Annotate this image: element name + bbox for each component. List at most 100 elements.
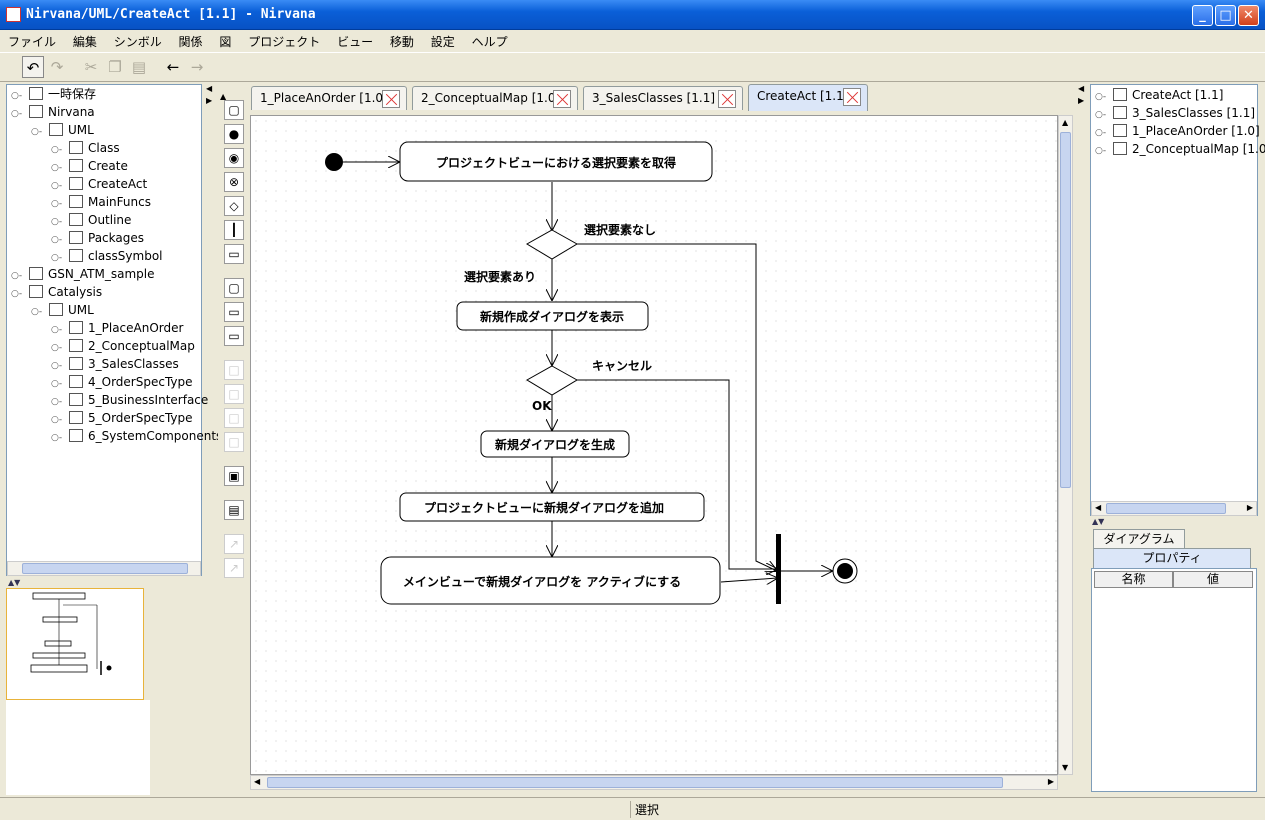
undo-icon[interactable]: ↶ (22, 56, 44, 78)
tree-expander-icon[interactable]: ○- (11, 271, 23, 281)
palette-state-icon[interactable]: ▢ (224, 278, 244, 298)
palette-disabled-icon[interactable]: □ (224, 408, 244, 428)
palette-decision-icon[interactable]: ◇ (224, 196, 244, 216)
tree-expander-icon[interactable]: ○- (51, 181, 63, 191)
tree-item[interactable]: ○-CreateAct (51, 175, 147, 193)
tree-item[interactable]: ○-6_SystemComponents (51, 427, 222, 445)
column-value-header[interactable]: 値 (1173, 571, 1253, 588)
canvas-hscroll[interactable]: ◀ ▶ (250, 775, 1058, 790)
tab-close-icon[interactable] (718, 90, 736, 108)
tab-close-icon[interactable] (382, 90, 400, 108)
back-arrow-icon[interactable]: ← (166, 58, 180, 76)
tab-diagram-2[interactable]: 3_SalesClasses [1.1] (583, 86, 743, 110)
palette-disabled-icon[interactable]: □ (224, 432, 244, 452)
tree-expander-icon[interactable]: ○- (51, 163, 63, 173)
open-diagram-item[interactable]: ○-2_ConceptualMap [1.0] (1095, 140, 1265, 158)
menu-file[interactable]: ファイル (8, 35, 57, 49)
decision-node[interactable] (526, 229, 578, 260)
canvas-vscroll[interactable]: ▲ ▼ (1058, 115, 1073, 775)
palette-send-signal-icon[interactable]: ▭ (224, 302, 244, 322)
tree-expander-icon[interactable]: ○- (51, 199, 63, 209)
decision-node[interactable] (526, 365, 578, 396)
palette-transition-icon[interactable]: ↗ (224, 534, 244, 554)
menu-symbol[interactable]: シンボル (113, 35, 162, 49)
copy-icon[interactable]: ❐ (108, 58, 122, 76)
initial-node[interactable] (325, 153, 343, 171)
open-diagram-item[interactable]: ○-CreateAct [1.1] (1095, 86, 1223, 104)
flow-edge[interactable] (577, 243, 777, 571)
tree-expander-icon[interactable]: ○- (1095, 128, 1107, 138)
tree-item[interactable]: ○-classSymbol (51, 247, 163, 265)
palette-disabled-icon[interactable]: □ (224, 384, 244, 404)
diagram-canvas[interactable]: プロジェクトビューにおける選択要素を取得 新規作成ダイアログを表示 新規ダイアロ… (250, 115, 1058, 775)
minimize-button[interactable]: _ (1192, 5, 1213, 26)
tree-item[interactable]: ○-5_OrderSpecType (51, 409, 193, 427)
open-diagram-item[interactable]: ○-1_PlaceAnOrder [1.0] (1095, 122, 1260, 140)
project-tree-hscroll[interactable] (7, 561, 201, 576)
tree-item[interactable]: ○-GSN_ATM_sample (11, 265, 154, 283)
tree-item[interactable]: ○-5_BusinessInterface (51, 391, 208, 409)
tree-expander-icon[interactable]: ○- (31, 307, 43, 317)
menu-move[interactable]: 移動 (389, 35, 414, 49)
palette-initial-node-icon[interactable]: ● (224, 124, 244, 144)
open-list-hscroll[interactable]: ◀ ▶ (1091, 501, 1257, 516)
tree-item[interactable]: ○-MainFuncs (51, 193, 151, 211)
forward-arrow-icon[interactable]: → (190, 58, 204, 76)
action-node[interactable] (399, 492, 705, 522)
menu-project[interactable]: プロジェクト (248, 35, 321, 49)
palette-partition-icon[interactable]: ▭ (224, 244, 244, 264)
menu-view[interactable]: ビュー (337, 35, 374, 49)
action-node[interactable] (480, 430, 630, 458)
tree-expander-icon[interactable]: ○- (51, 415, 63, 425)
tree-expander-icon[interactable]: ○- (51, 433, 63, 443)
tree-expander-icon[interactable]: ○- (51, 325, 63, 335)
tree-expander-icon[interactable]: ○- (1095, 146, 1107, 156)
tree-expander-icon[interactable]: ○- (1095, 92, 1107, 102)
palette-fork-bar-icon[interactable]: ┃ (224, 220, 244, 240)
maximize-button[interactable]: □ (1215, 5, 1236, 26)
tree-item[interactable]: ○-3_SalesClasses (51, 355, 179, 373)
cut-icon[interactable]: ✂ (84, 58, 98, 76)
redo-icon[interactable]: ↷ (50, 58, 64, 76)
menu-help[interactable]: ヘルプ (471, 35, 508, 49)
palette-dependency-icon[interactable]: ↗ (224, 558, 244, 578)
menu-settings[interactable]: 設定 (430, 35, 455, 49)
overview-thumbnail[interactable] (6, 588, 144, 700)
left-splitter[interactable]: ◀▶ (206, 84, 213, 105)
action-node[interactable] (399, 141, 713, 182)
tree-expander-icon[interactable]: ○- (11, 109, 23, 119)
palette-receive-signal-icon[interactable]: ▭ (224, 326, 244, 346)
column-name-header[interactable]: 名称 (1094, 571, 1173, 588)
tree-expander-icon[interactable]: ○- (51, 379, 63, 389)
tree-item[interactable]: ○-Catalysis (11, 283, 102, 301)
open-diagram-item[interactable]: ○-3_SalesClasses [1.1] (1095, 104, 1255, 122)
tab-close-icon[interactable] (843, 88, 861, 106)
tab-property[interactable]: プロパティ (1093, 548, 1251, 568)
menu-diagram[interactable]: 図 (219, 35, 232, 49)
tree-item[interactable]: ○-UML (31, 121, 94, 139)
menu-edit[interactable]: 編集 (72, 35, 97, 49)
tree-item[interactable]: ○-2_ConceptualMap (51, 337, 195, 355)
tab-close-icon[interactable] (553, 90, 571, 108)
paste-icon[interactable]: ▤ (131, 58, 147, 76)
tree-expander-icon[interactable]: ○- (31, 127, 43, 137)
tree-item[interactable]: ○-1_PlaceAnOrder (51, 319, 183, 337)
tab-diagram-3[interactable]: CreateAct [1.1] (748, 84, 868, 111)
action-node[interactable] (380, 556, 721, 605)
flow-edge[interactable] (720, 578, 777, 582)
tree-expander-icon[interactable]: ○- (51, 397, 63, 407)
palette-flow-final-icon[interactable]: ⊗ (224, 172, 244, 192)
tree-expander-icon[interactable]: ○- (1095, 110, 1107, 120)
palette-final-node-icon[interactable]: ◉ (224, 148, 244, 168)
menu-relation[interactable]: 関係 (178, 35, 203, 49)
close-button[interactable]: ✕ (1238, 5, 1259, 26)
tree-expander-icon[interactable]: ○- (51, 145, 63, 155)
palette-disabled-icon[interactable]: □ (224, 360, 244, 380)
tree-item[interactable]: ○-Create (51, 157, 128, 175)
tree-item[interactable]: ○-4_OrderSpecType (51, 373, 193, 391)
tree-item[interactable]: ○-UML (31, 301, 94, 319)
tree-expander-icon[interactable]: ○- (51, 343, 63, 353)
tree-expander-icon[interactable]: ○- (51, 235, 63, 245)
action-node[interactable] (456, 301, 649, 331)
right-splitter[interactable]: ◀▶ (1078, 84, 1085, 105)
